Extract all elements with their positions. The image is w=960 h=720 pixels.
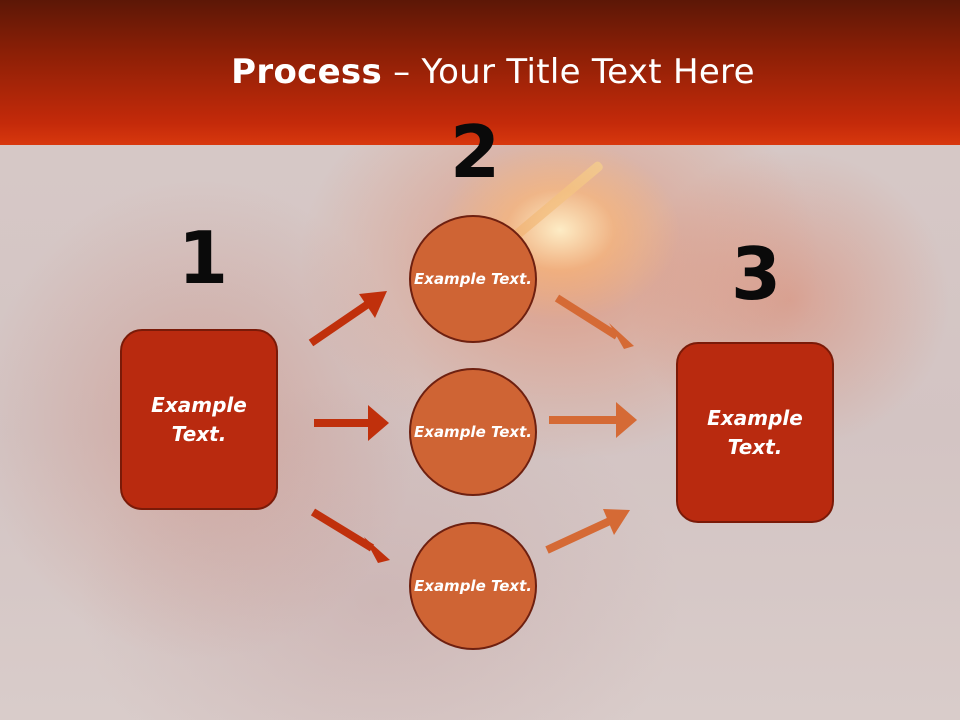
step-number-2: 2 — [450, 110, 501, 194]
arrow-from-middle-circle — [549, 402, 637, 438]
arrow-from-top-circle — [554, 294, 634, 349]
arrow-from-bottom-circle — [545, 509, 630, 554]
title-rest: Your Title Text Here — [421, 52, 755, 92]
arrow-to-middle-circle — [314, 405, 389, 441]
step-number-1: 1 — [178, 216, 229, 300]
circle-middle-text: Example Text. — [414, 422, 532, 441]
page-title: Process – Your Title Text Here — [0, 52, 960, 92]
arrow-to-bottom-circle — [310, 508, 390, 563]
circle-bottom-text: Example Text. — [414, 576, 532, 595]
step-number-3: 3 — [731, 232, 782, 316]
circle-top-text: Example Text. — [414, 269, 532, 288]
step-2-circle-bottom: Example Text. — [409, 522, 537, 650]
step-2-circle-middle: Example Text. — [409, 368, 537, 496]
title-bar — [0, 0, 960, 145]
arrow-to-top-circle — [308, 291, 387, 347]
step-1-box: Example Text. — [120, 329, 278, 510]
title-dash: – — [382, 52, 422, 92]
step-3-box: Example Text. — [676, 342, 834, 523]
step-3-text: Example Text. — [707, 405, 803, 459]
title-bold: Process — [231, 52, 383, 92]
step-2-circle-top: Example Text. — [409, 215, 537, 343]
step-1-text: Example Text. — [151, 392, 247, 446]
